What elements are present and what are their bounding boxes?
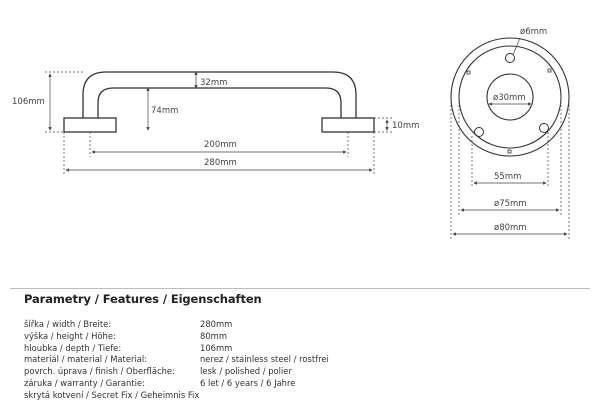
inner-diameter-label: ø30mm: [493, 93, 526, 103]
spec-label: skrytá kotvení / Secret Fix / Geheimnis …: [24, 389, 200, 400]
spec-value: 6 let / 6 years / 6 Jahre: [200, 377, 296, 388]
spec-label: šířka / width / Breite:: [24, 319, 112, 329]
center-distance-label: 200mm: [204, 140, 237, 150]
leg-dimension-label: 74mm: [151, 106, 178, 116]
screw-hole-top: [505, 53, 515, 63]
spec-row-height: výška / height / Höhe: 80mm: [24, 331, 584, 343]
side-view-drawing: [63, 71, 375, 133]
technical-drawing: 106mm 32mm 74mm 10mm 200mm 280mm: [12, 27, 570, 240]
grab-bar-outline: [82, 71, 357, 118]
screw-hole-right: [539, 123, 549, 133]
spec-label: záruka / warranty / Garantie:: [24, 377, 145, 388]
left-base: [63, 117, 117, 133]
spec-label: výška / height / Höhe:: [24, 330, 116, 341]
screw-hole-left: [474, 127, 484, 137]
spec-label: hloubka / depth / Tiefe:: [24, 342, 122, 353]
spec-row-fixing: skrytá kotvení / Secret Fix / Geheimnis …: [24, 390, 584, 402]
section-divider: [10, 288, 590, 289]
spec-row-depth: hloubka / depth / Tiefe: 106mm: [24, 343, 584, 355]
spec-row-width: šířka / width / Breite: 280mm: [24, 319, 584, 331]
screw-diameter-label: ø6mm: [520, 27, 547, 37]
height-dimension-label: 106mm: [12, 97, 45, 107]
inner-circle: [486, 73, 534, 121]
cover-diameter-label: ø75mm: [494, 199, 527, 209]
spec-list: šířka / width / Breite: 280mm výška / he…: [24, 319, 584, 402]
spec-value: 106mm: [200, 342, 233, 353]
right-base: [321, 117, 375, 133]
spec-row-material: materiál / material / Material: nerez / …: [24, 354, 584, 366]
spec-value: 280mm: [200, 319, 233, 329]
spec-value: 80mm: [200, 330, 227, 341]
outer-diameter-label: ø80mm: [494, 223, 527, 233]
spec-row-warranty: záruka / warranty / Garantie: 6 let / 6 …: [24, 378, 584, 390]
grab-bar-inner-outline: [97, 87, 342, 118]
spec-value: lesk / polished / polier: [200, 366, 292, 377]
total-length-label: 280mm: [204, 158, 237, 168]
spec-label: materiál / material / Material:: [24, 354, 148, 365]
spec-row-finish: povrch. úprava / finish / Oberfläche: le…: [24, 366, 584, 378]
section-title: Parametry / Features / Eigenschaften: [24, 292, 262, 306]
clearance-dimension-label: 32mm: [200, 78, 227, 88]
spec-value: nerez / stainless steel / rostfrei: [200, 354, 329, 365]
base-thickness-label: 10mm: [392, 121, 419, 131]
hole-distance-label: 55mm: [494, 172, 521, 182]
spec-label: povrch. úprava / finish / Oberfläche:: [24, 366, 175, 377]
